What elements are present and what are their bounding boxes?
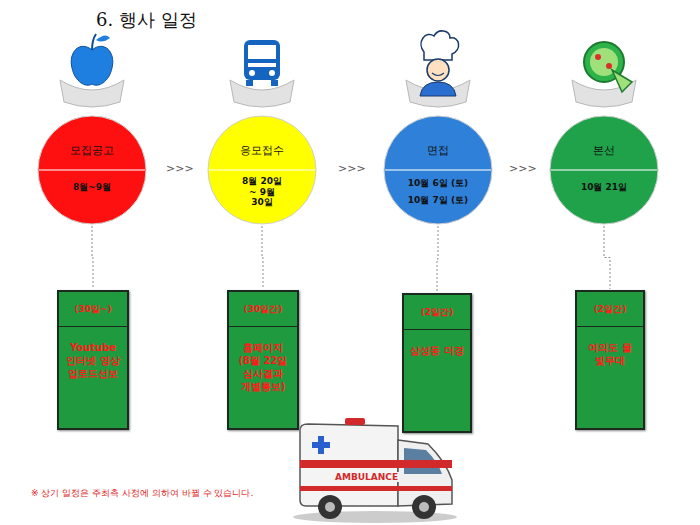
- stage-date: 10월 6일 (토): [388, 178, 488, 188]
- place-text: 삼성동 더경: [407, 330, 467, 357]
- duration-text: (2일간): [577, 292, 643, 327]
- circle-fill: [384, 116, 492, 224]
- stage-circle: 면접 10월 6일 (토) 10월 7일 (토): [383, 115, 493, 225]
- stage-circle: 본선 10월 21일: [549, 115, 659, 225]
- circle-fill: [38, 116, 146, 224]
- circle-divider: [209, 169, 315, 171]
- flow-chevrons: >>>: [508, 162, 538, 175]
- icon-pedestals: [60, 80, 636, 107]
- circle-outline: [549, 115, 659, 225]
- dotted-connector: [604, 226, 610, 289]
- pedestal: [406, 80, 470, 107]
- detail-box: (30일간)홈페이지 (8월 22일 심사결과 개별통보): [227, 290, 299, 430]
- flow-chevrons: >>>: [165, 162, 195, 175]
- place-text: 홈페이지 (8월 22일 심사결과 개별통보): [232, 327, 294, 393]
- stage-date: 10월 7일 (토): [388, 195, 488, 205]
- detail-box: (2일간)삼성동 더경: [402, 293, 472, 433]
- bus-icon: [244, 40, 280, 86]
- stage-name: 면접: [388, 145, 488, 158]
- place-text: Youtube 인터넷 영상 업로드선보: [62, 327, 124, 380]
- stage-name: 모집공고: [42, 145, 142, 158]
- vehicle-lettering: AMBULANCE: [334, 472, 399, 482]
- flow-chevrons: >>>: [337, 162, 367, 175]
- circle-outline: [37, 115, 147, 225]
- detail-box: (2일간)여의도 물 빛무대: [575, 290, 645, 430]
- duration-text: (30일간): [229, 292, 297, 327]
- stage-date: 10월 21일: [554, 182, 654, 192]
- stage-circle: 모집공고 8월~9월: [37, 115, 147, 225]
- pedestal: [230, 80, 294, 107]
- apple-icon: [71, 34, 113, 85]
- circle-divider: [39, 169, 145, 171]
- page-title: 6. 행사 일정: [96, 8, 197, 32]
- duration-text: (30일~): [59, 292, 127, 327]
- stage-name: 본선: [554, 145, 654, 158]
- ambulance-illustration: [293, 418, 457, 523]
- stage-date: 8월~9월: [42, 182, 142, 192]
- circle-outline: [207, 115, 317, 225]
- stage-date: 8월 20일 ~ 9월 30일: [242, 176, 282, 207]
- circle-outline: [383, 115, 493, 225]
- dotted-connector: [92, 226, 93, 289]
- detail-box: (30일~)Youtube 인터넷 영상 업로드선보: [57, 290, 129, 430]
- circle-divider: [551, 169, 657, 171]
- dotted-connector: [437, 226, 438, 292]
- stage-name: 응모접수: [212, 145, 312, 158]
- chef-icon: [420, 31, 459, 96]
- circle-fill: [550, 116, 658, 224]
- circle-divider: [385, 169, 491, 171]
- stage-circle: 응모접수 8월 20일 ~ 9월 30일: [207, 115, 317, 225]
- circle-fill: [208, 116, 316, 224]
- duration-text: (2일간): [404, 295, 470, 330]
- place-text: 여의도 물 빛무대: [580, 327, 640, 367]
- footnote: ※ 상기 일정은 주최측 사정에 의하여 바뀔 수 있습니다.: [30, 487, 254, 500]
- dotted-connector: [262, 226, 263, 289]
- pizza-icon: [584, 42, 632, 92]
